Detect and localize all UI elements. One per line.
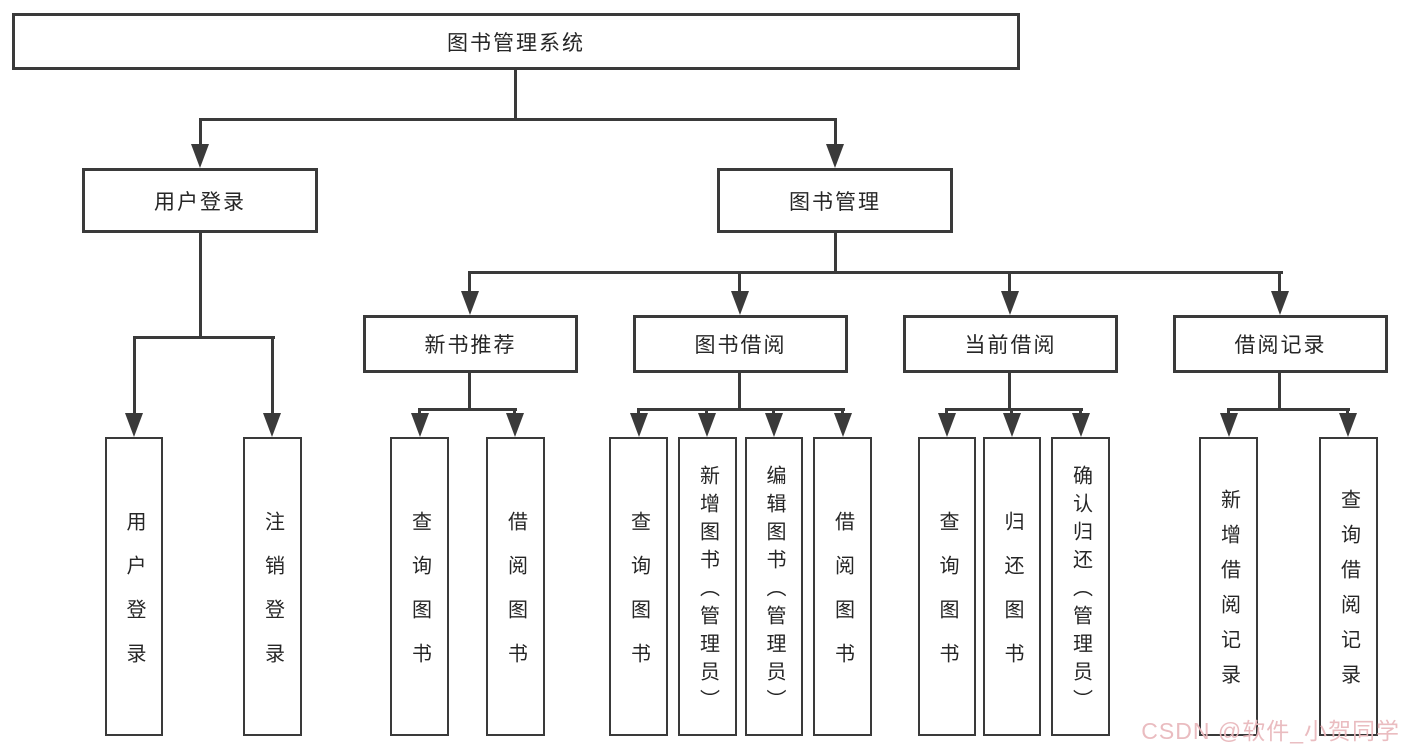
leaf-borrow-books-borrowing: 借阅图书 <box>813 437 872 736</box>
leaf-borrow-books-recommend: 借阅图书 <box>486 437 545 736</box>
leaf-confirm-return-admin: 确认归还（管理员） <box>1051 437 1110 736</box>
node-book-borrowing: 图书借阅 <box>633 315 848 373</box>
connector-line <box>468 373 471 408</box>
arrowhead-icon <box>834 413 852 437</box>
connector-line <box>772 408 775 416</box>
connector-line <box>1278 271 1281 293</box>
node-library-system-root: 图书管理系统 <box>12 13 1020 70</box>
connector-line <box>1278 373 1281 408</box>
arrowhead-icon <box>263 413 281 437</box>
connector-line <box>418 408 421 416</box>
arrowhead-icon <box>461 291 479 315</box>
node-label: 图书管理 <box>789 190 881 214</box>
connector-line <box>945 408 1083 411</box>
node-current-borrowing: 当前借阅 <box>903 315 1118 373</box>
connector-line <box>133 336 136 415</box>
connector-line <box>418 408 517 411</box>
leaf-label: 确认归还（管理员） <box>1069 464 1092 717</box>
connector-line <box>469 271 1283 274</box>
connector-line <box>1227 408 1350 411</box>
arrowhead-icon <box>765 413 783 437</box>
leaf-label: 新增借阅记录 <box>1217 489 1240 699</box>
connector-line <box>945 408 948 416</box>
connector-line <box>199 233 202 336</box>
node-label: 图书借阅 <box>694 334 787 357</box>
leaf-label: 查询借阅记录 <box>1337 489 1360 699</box>
connector-line <box>637 408 845 411</box>
arrowhead-icon <box>411 413 429 437</box>
arrowhead-icon <box>1220 413 1238 437</box>
leaf-label: 注销登录 <box>261 510 284 687</box>
connector-line <box>637 408 640 416</box>
leaf-add-books-admin: 新增图书（管理员） <box>678 437 737 736</box>
leaf-label: 查询图书 <box>408 510 431 687</box>
leaf-query-borrow-record: 查询借阅记录 <box>1319 437 1378 736</box>
connector-line <box>1008 373 1011 408</box>
leaf-logout: 注销登录 <box>243 437 302 736</box>
arrowhead-icon <box>506 413 524 437</box>
node-label: 用户登录 <box>154 190 246 214</box>
leaf-return-books: 归还图书 <box>983 437 1041 736</box>
leaf-label: 新增图书（管理员） <box>696 464 719 717</box>
node-label: 借阅记录 <box>1234 334 1327 357</box>
node-label: 图书管理系统 <box>447 31 585 55</box>
arrowhead-icon <box>1003 413 1021 437</box>
node-book-management: 图书管理 <box>717 168 953 233</box>
connector-line <box>1227 408 1230 416</box>
node-user-login: 用户登录 <box>82 168 318 233</box>
connector-line <box>834 118 837 146</box>
connector-line <box>738 271 741 293</box>
leaf-add-borrow-record: 新增借阅记录 <box>1199 437 1258 736</box>
connector-line <box>133 336 275 339</box>
arrowhead-icon <box>1001 291 1019 315</box>
connector-line <box>738 373 741 408</box>
connector-line <box>468 271 471 293</box>
arrowhead-icon <box>731 291 749 315</box>
node-label: 新书推荐 <box>424 334 517 357</box>
leaf-query-books-recommend: 查询图书 <box>390 437 449 736</box>
leaf-label: 借阅图书 <box>504 510 527 687</box>
arrowhead-icon <box>826 144 844 168</box>
node-label: 当前借阅 <box>964 334 1057 357</box>
arrowhead-icon <box>1271 291 1289 315</box>
connector-line <box>271 336 274 415</box>
node-borrowing-records: 借阅记录 <box>1173 315 1388 373</box>
connector-line <box>1079 408 1082 416</box>
connector-line <box>514 70 517 118</box>
connector-line <box>199 118 202 146</box>
leaf-label: 用户登录 <box>123 510 145 687</box>
arrowhead-icon <box>1072 413 1090 437</box>
connector-line <box>834 233 837 274</box>
arrowhead-icon <box>191 144 209 168</box>
connector-line <box>1010 408 1013 416</box>
leaf-label: 归还图书 <box>1001 510 1023 687</box>
arrowhead-icon <box>698 413 716 437</box>
connector-line <box>513 408 516 416</box>
leaf-label: 编辑图书（管理员） <box>763 464 785 717</box>
arrowhead-icon <box>630 413 648 437</box>
connector-line <box>705 408 708 416</box>
leaf-query-books-borrowing: 查询图书 <box>609 437 668 736</box>
arrowhead-icon <box>1339 413 1357 437</box>
leaf-label: 查询图书 <box>627 510 650 687</box>
leaf-label: 查询图书 <box>936 510 958 687</box>
connector-line <box>1008 271 1011 293</box>
connector-line <box>1346 408 1349 416</box>
leaf-user-login: 用户登录 <box>105 437 163 736</box>
csdn-watermark: CSDN @软件_小贺同学 <box>1141 718 1400 744</box>
leaf-edit-books-admin: 编辑图书（管理员） <box>745 437 803 736</box>
node-new-book-recommend: 新书推荐 <box>363 315 578 373</box>
arrowhead-icon <box>938 413 956 437</box>
arrowhead-icon <box>125 413 143 437</box>
connector-line <box>199 118 837 121</box>
leaf-label: 借阅图书 <box>831 510 854 687</box>
connector-line <box>841 408 844 416</box>
leaf-query-books-current: 查询图书 <box>918 437 976 736</box>
